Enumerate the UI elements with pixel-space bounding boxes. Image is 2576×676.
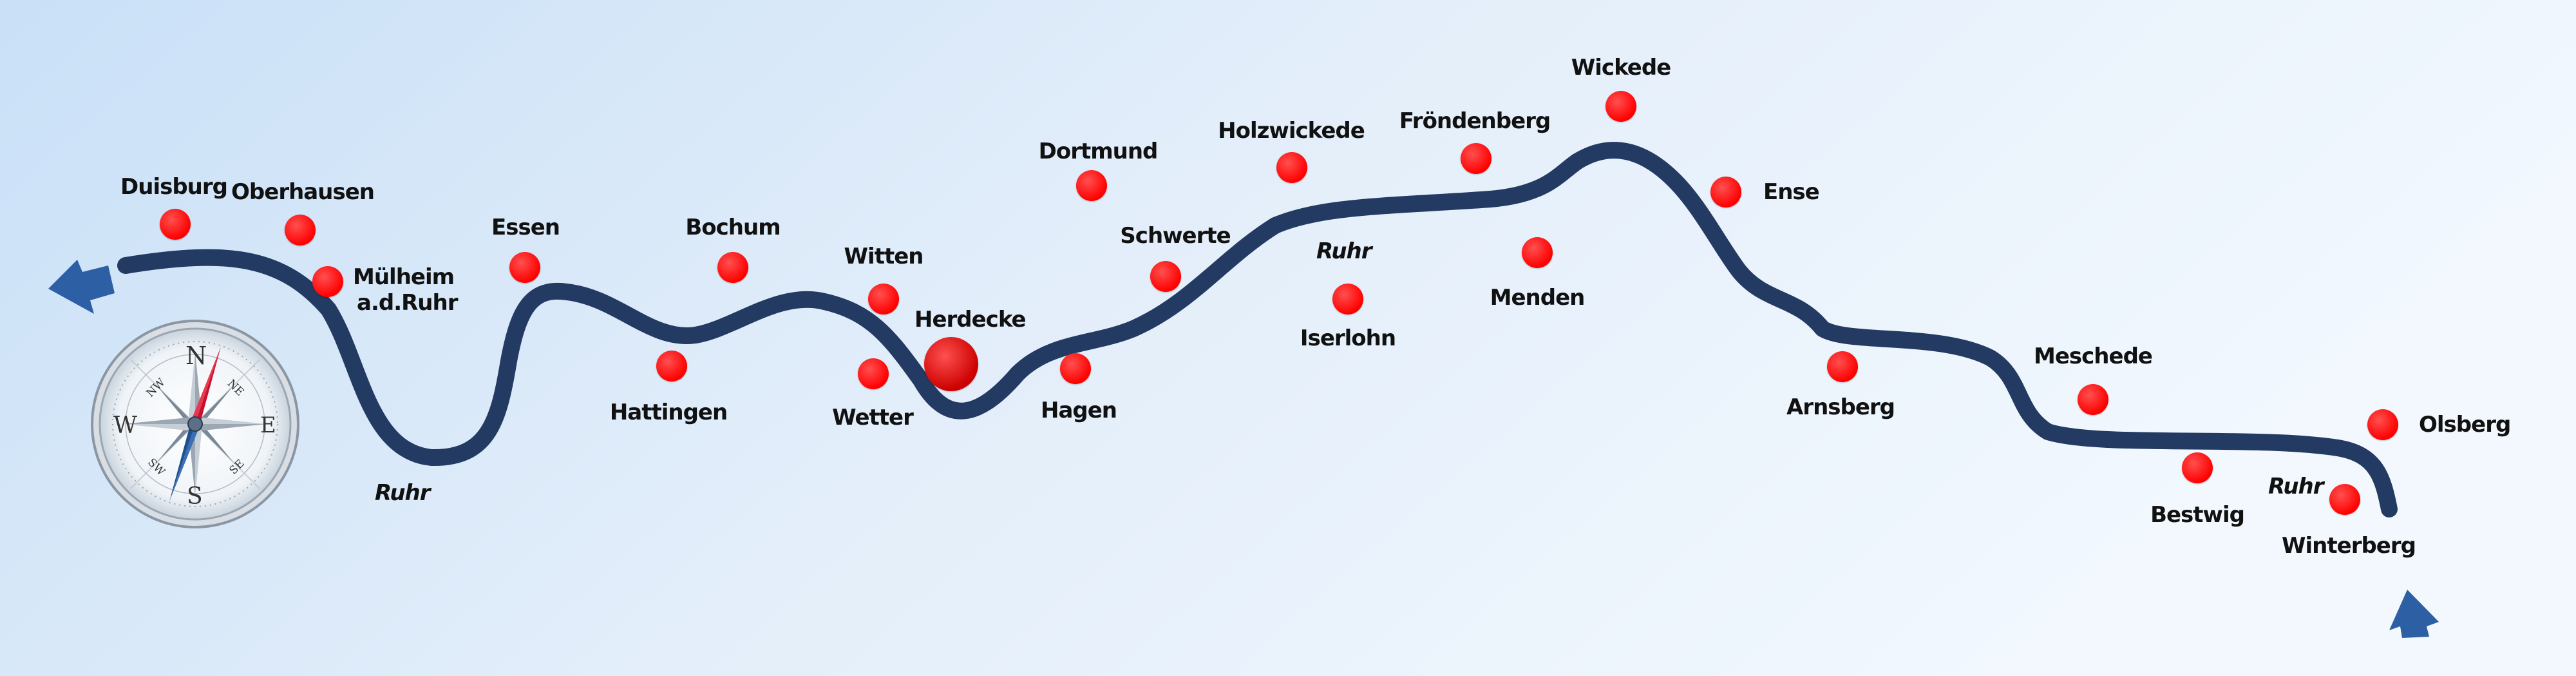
city-label: Holzwickede [1218,118,1365,144]
city-label: Ense [1763,179,1820,205]
city-label-line: a.d.Ruhr [357,290,458,316]
city-marker [1076,170,1107,201]
city-label: Meschede [2034,343,2153,369]
city-marker [1332,284,1363,314]
city-marker [1276,152,1307,183]
city-label: Winterberg [2282,533,2416,559]
city-label: Herdecke [914,307,1027,333]
city-label: Hattingen [609,400,728,425]
city-label: Wetter [832,405,914,430]
city-label: Menden [1490,285,1586,311]
city-marker [285,215,316,246]
compass-south-label: S [187,483,203,510]
city-label: Witten [844,244,924,269]
river-label-ruhr: Ruhr [1316,238,1372,264]
city-marker [1060,353,1091,384]
city-marker [1827,351,1858,382]
city-label: Schwerte [1120,223,1231,249]
city-marker [717,252,748,283]
city-marker [1461,143,1492,174]
source-arrow-icon [2389,590,2439,638]
city-label: Wickede [1571,55,1671,81]
city-marker [1522,237,1553,268]
city-label: Essen [491,215,560,240]
city-marker-highlighted [924,337,978,391]
city-label: Iserlohn [1300,325,1396,351]
ruhr-river [117,142,2398,517]
city-marker [868,284,899,314]
city-label: Duisburg [120,174,228,200]
city-label: Bochum [685,215,781,240]
city-label: Olsberg [2419,412,2511,438]
compass-west-label: W [113,412,138,439]
city-marker [858,358,889,389]
city-marker [656,351,687,381]
city-marker [509,252,540,283]
city-marker [2329,484,2360,515]
city-marker [2367,409,2398,440]
city-label: Fröndenberg [1399,108,1551,134]
river-label-ruhr: Ruhr [375,480,430,506]
city-label: Oberhausen [231,179,375,205]
compass-rose-icon [91,320,299,528]
compass-north-label: N [185,342,207,370]
city-marker [312,266,343,297]
city-marker [160,209,191,240]
city-label: Bestwig [2150,502,2245,528]
compass-east-label: E [260,412,276,438]
city-marker [1150,261,1181,292]
river-label-ruhr: Ruhr [2268,474,2324,499]
city-label-line: Mülheim [353,264,455,290]
flow-direction-arrow [48,260,115,314]
city-label: Hagen [1040,398,1117,423]
city-label: Dortmund [1038,139,1159,164]
city-marker [2182,452,2213,483]
city-marker [2078,384,2108,415]
city-label: Arnsberg [1786,394,1895,420]
city-marker [1605,91,1636,122]
city-marker [1710,177,1741,208]
